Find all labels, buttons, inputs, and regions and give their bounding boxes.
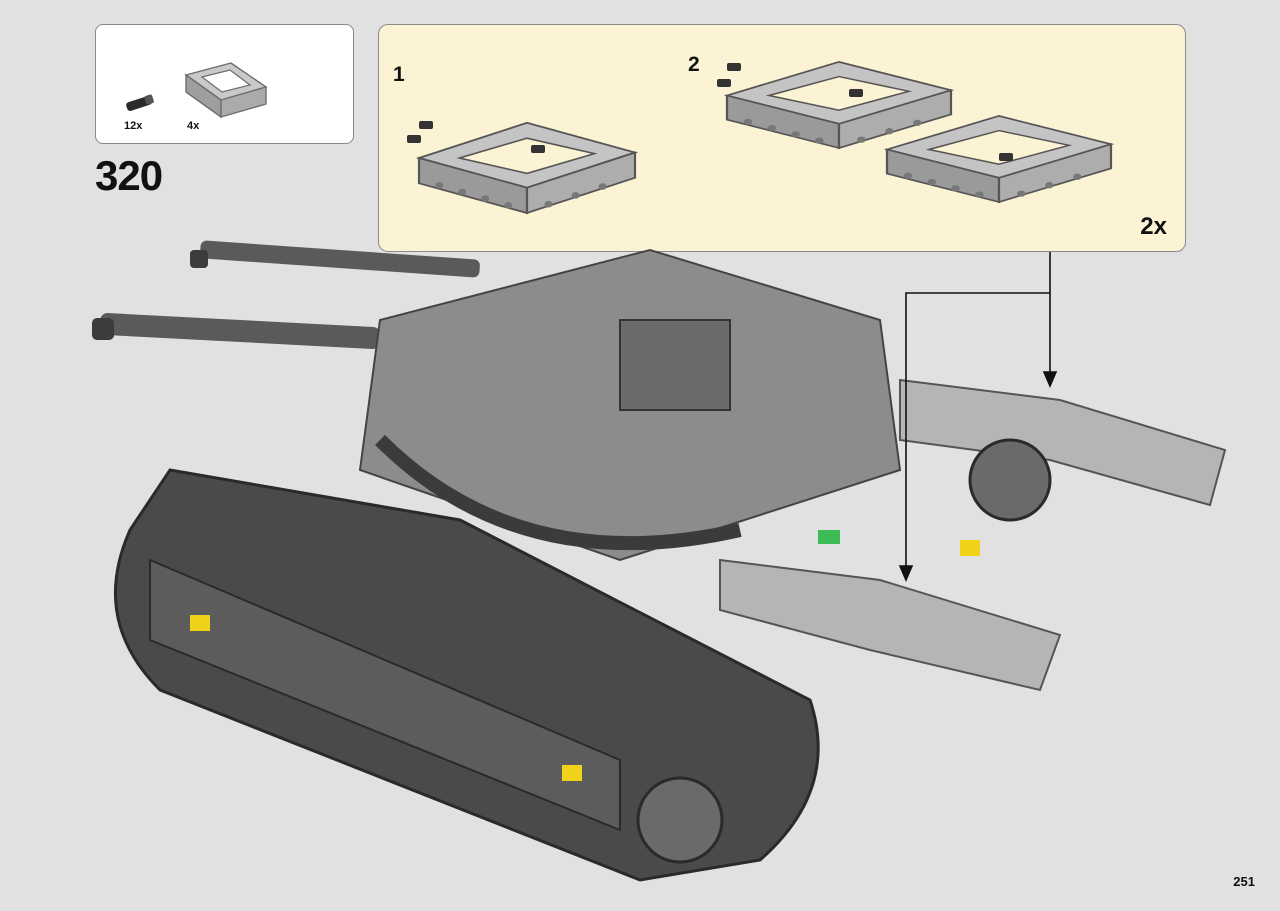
hydraulic-cylinders [92, 240, 480, 349]
substep-2-pins [717, 63, 1013, 161]
substep-multiplier: 2x [1140, 213, 1167, 240]
upper-structure [358, 248, 902, 562]
grey-frame-5x7-icon [184, 62, 268, 119]
substep-1-pins [407, 121, 545, 153]
placement-arrows [898, 252, 1058, 583]
frame-quantity: 4x [187, 120, 200, 132]
crawler-tracks [113, 438, 1052, 882]
substep-panel: 1 2 2x [378, 24, 1186, 252]
black-connector-pin-icon [126, 94, 154, 111]
page-number: 251 [1233, 874, 1255, 889]
parts-list-callout: 12x 4x [95, 24, 354, 144]
substep-2-number: 2 [688, 53, 700, 76]
parts-illustration [126, 62, 268, 119]
pin-quantity: 12x [124, 120, 143, 132]
substep-1-number: 1 [393, 63, 405, 86]
attached-frames [719, 378, 1227, 692]
step-number: 320 [95, 152, 163, 199]
substep-illustration [407, 60, 1113, 215]
